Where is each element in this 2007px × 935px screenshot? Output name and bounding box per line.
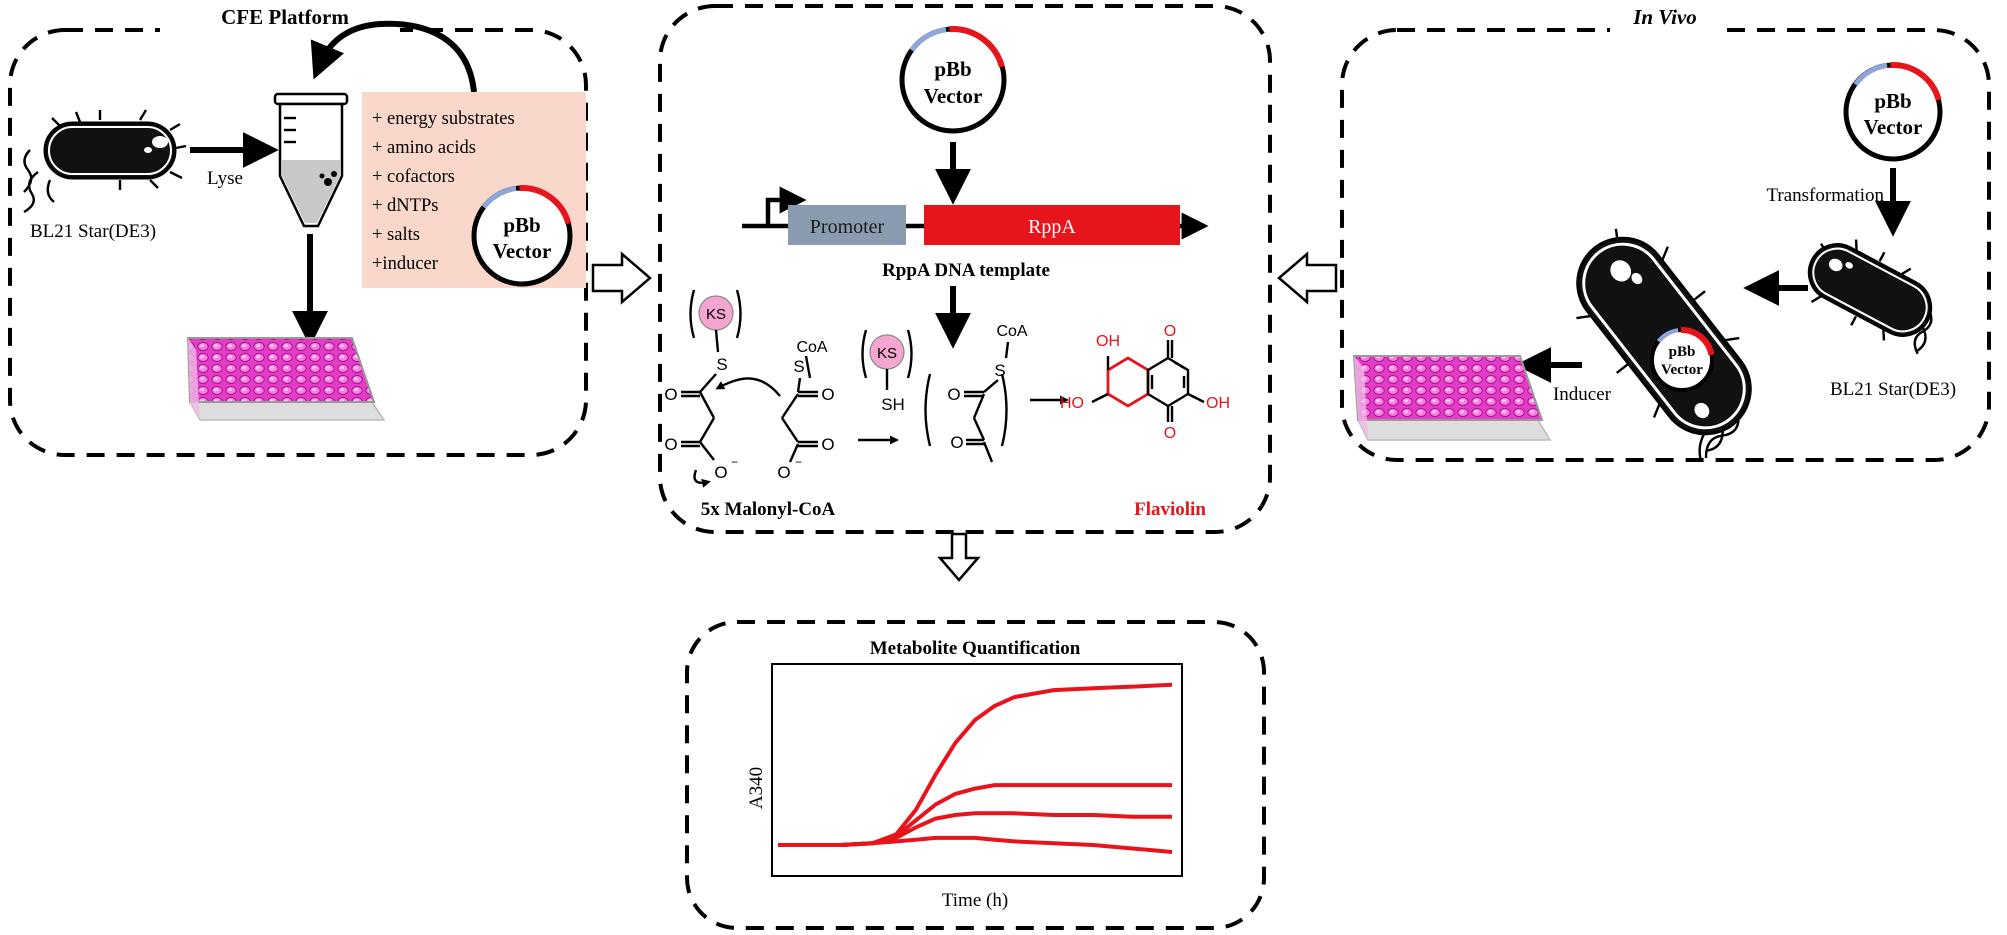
inducer-label: Inducer (1553, 384, 1612, 405)
o-label: O (664, 385, 677, 404)
cfe-panel: CFE Platform BL21 Star(DE3) Lyse (8, 0, 652, 457)
s-label: S (994, 361, 1005, 380)
additive-inducer: +inducer (372, 254, 438, 274)
cfe-vector-line2: Vector (493, 239, 552, 263)
invivo-to-center-arrow (1277, 251, 1338, 305)
center-panel-border (658, 4, 1272, 534)
center-to-quant-arrow (937, 532, 981, 582)
flaviolin-o-label: O (1164, 323, 1176, 340)
flaviolin-ho-label: HO (1060, 395, 1084, 412)
chart-series-line-3 (778, 811, 1172, 847)
s-label: S (716, 355, 727, 374)
transformation-label: Transformation (1766, 185, 1884, 206)
invivo-vector-line1: pBb (1874, 89, 1911, 113)
o-label: O (821, 385, 834, 404)
bacterium-icon (1807, 239, 1933, 355)
invivo-strain-label: BL21 Star(DE3) (1830, 379, 1956, 400)
center-vector-line2: Vector (924, 84, 983, 108)
invivo-panel-border (1340, 28, 1991, 462)
ks-label: KS (706, 306, 726, 323)
additive-dntps: + dNTPs (372, 196, 438, 216)
additive-energy: + energy substrates (372, 109, 515, 129)
o-label: O (947, 385, 960, 404)
cfe-panel-border (8, 28, 588, 457)
cell-vector-line2: Vector (1661, 362, 1703, 378)
malonyl-coa-structure: KS S O O O − CoA S O (664, 289, 835, 488)
coa-label: CoA (996, 323, 1027, 340)
chart-series-line-1 (778, 682, 1173, 847)
ks-label: KS (877, 345, 897, 362)
chart-y-axis-label: A340 (746, 767, 767, 809)
cfe-panel-title: CFE Platform (221, 5, 349, 29)
flaviolin-o-label: O (1164, 425, 1176, 442)
promoter-box (788, 205, 906, 245)
promoter-label: Promoter (810, 216, 885, 238)
cell-vector-line1: pBb (1669, 344, 1696, 360)
chart-plot-area (771, 663, 1183, 877)
product-label: Flaviolin (1134, 499, 1206, 520)
tube-icon (273, 92, 349, 228)
o-label: O (664, 435, 677, 454)
well-plate-icon (1352, 355, 1552, 441)
coa-label: CoA (796, 339, 827, 356)
plasmid-icon: pBb Vector (1843, 62, 1943, 162)
flaviolin-oh-label: OH (1096, 333, 1120, 350)
invivo-panel: In Vivo pBb Vector Transformation BL21 S… (1277, 0, 1991, 463)
rppa-gene-label: RppA (1028, 216, 1076, 238)
additive-salts: + salts (372, 225, 420, 245)
s-label: S (793, 357, 804, 376)
o-label: O (950, 433, 963, 452)
plasmid-icon: pBb Vector (899, 26, 1007, 134)
chart-series-line-4 (778, 835, 1173, 854)
cfe-to-center-arrow (591, 251, 652, 305)
additive-cofactors: + cofactors (372, 167, 455, 187)
o-label: O (777, 463, 790, 482)
flaviolin-structure: OH O O HO OH (1060, 323, 1230, 442)
substrate-label: 5x Malonyl-CoA (701, 499, 836, 520)
o-label: O (714, 463, 727, 482)
o-label: O (821, 435, 834, 454)
invivo-panel-title: In Vivo (1632, 5, 1697, 29)
flaviolin-oh-label: OH (1206, 395, 1230, 412)
sh-label: SH (881, 395, 905, 414)
lyse-label: Lyse (207, 168, 243, 189)
chart-x-axis-label: Time (h) (942, 890, 1008, 911)
quant-panel: Metabolite Quantification A340 Time (h) (685, 620, 1266, 930)
center-panel: pBb Vector Promoter RppA RppA DNA templa… (658, 4, 1272, 582)
template-label: RppA DNA template (882, 260, 1050, 281)
quant-panel-border (685, 620, 1266, 930)
intermediate-structure: CoA S O O (924, 323, 1028, 463)
additive-feed-arrow (310, 20, 477, 93)
plasmid-icon: pBb Vector (1650, 326, 1715, 392)
dna-template: Promoter RppA (742, 186, 1209, 245)
bacterium-icon (23, 109, 187, 214)
cfe-strain-label: BL21 Star(DE3) (30, 221, 156, 242)
cfe-vector-line1: pBb (503, 213, 540, 237)
well-plate-icon (186, 337, 386, 421)
additive-amino-acids: + amino acids (372, 138, 476, 158)
invivo-vector-line2: Vector (1864, 115, 1923, 139)
ks-sh-structure: KS SH (861, 329, 913, 414)
svg-text:−: − (731, 455, 738, 469)
rppa-gene-box (924, 205, 1180, 245)
center-vector-line1: pBb (934, 57, 971, 81)
quant-panel-title: Metabolite Quantification (870, 638, 1081, 659)
svg-text:−: − (795, 455, 802, 469)
plasmid-icon: pBb Vector (471, 185, 573, 287)
chart-series-group (778, 682, 1173, 854)
